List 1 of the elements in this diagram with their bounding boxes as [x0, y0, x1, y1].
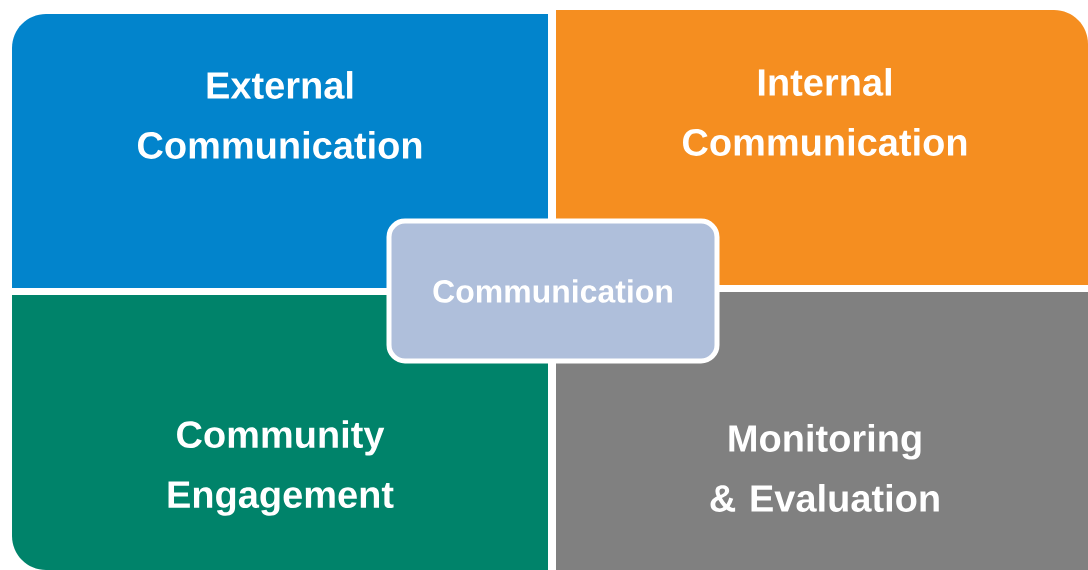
center-box: Communication [386, 218, 720, 364]
